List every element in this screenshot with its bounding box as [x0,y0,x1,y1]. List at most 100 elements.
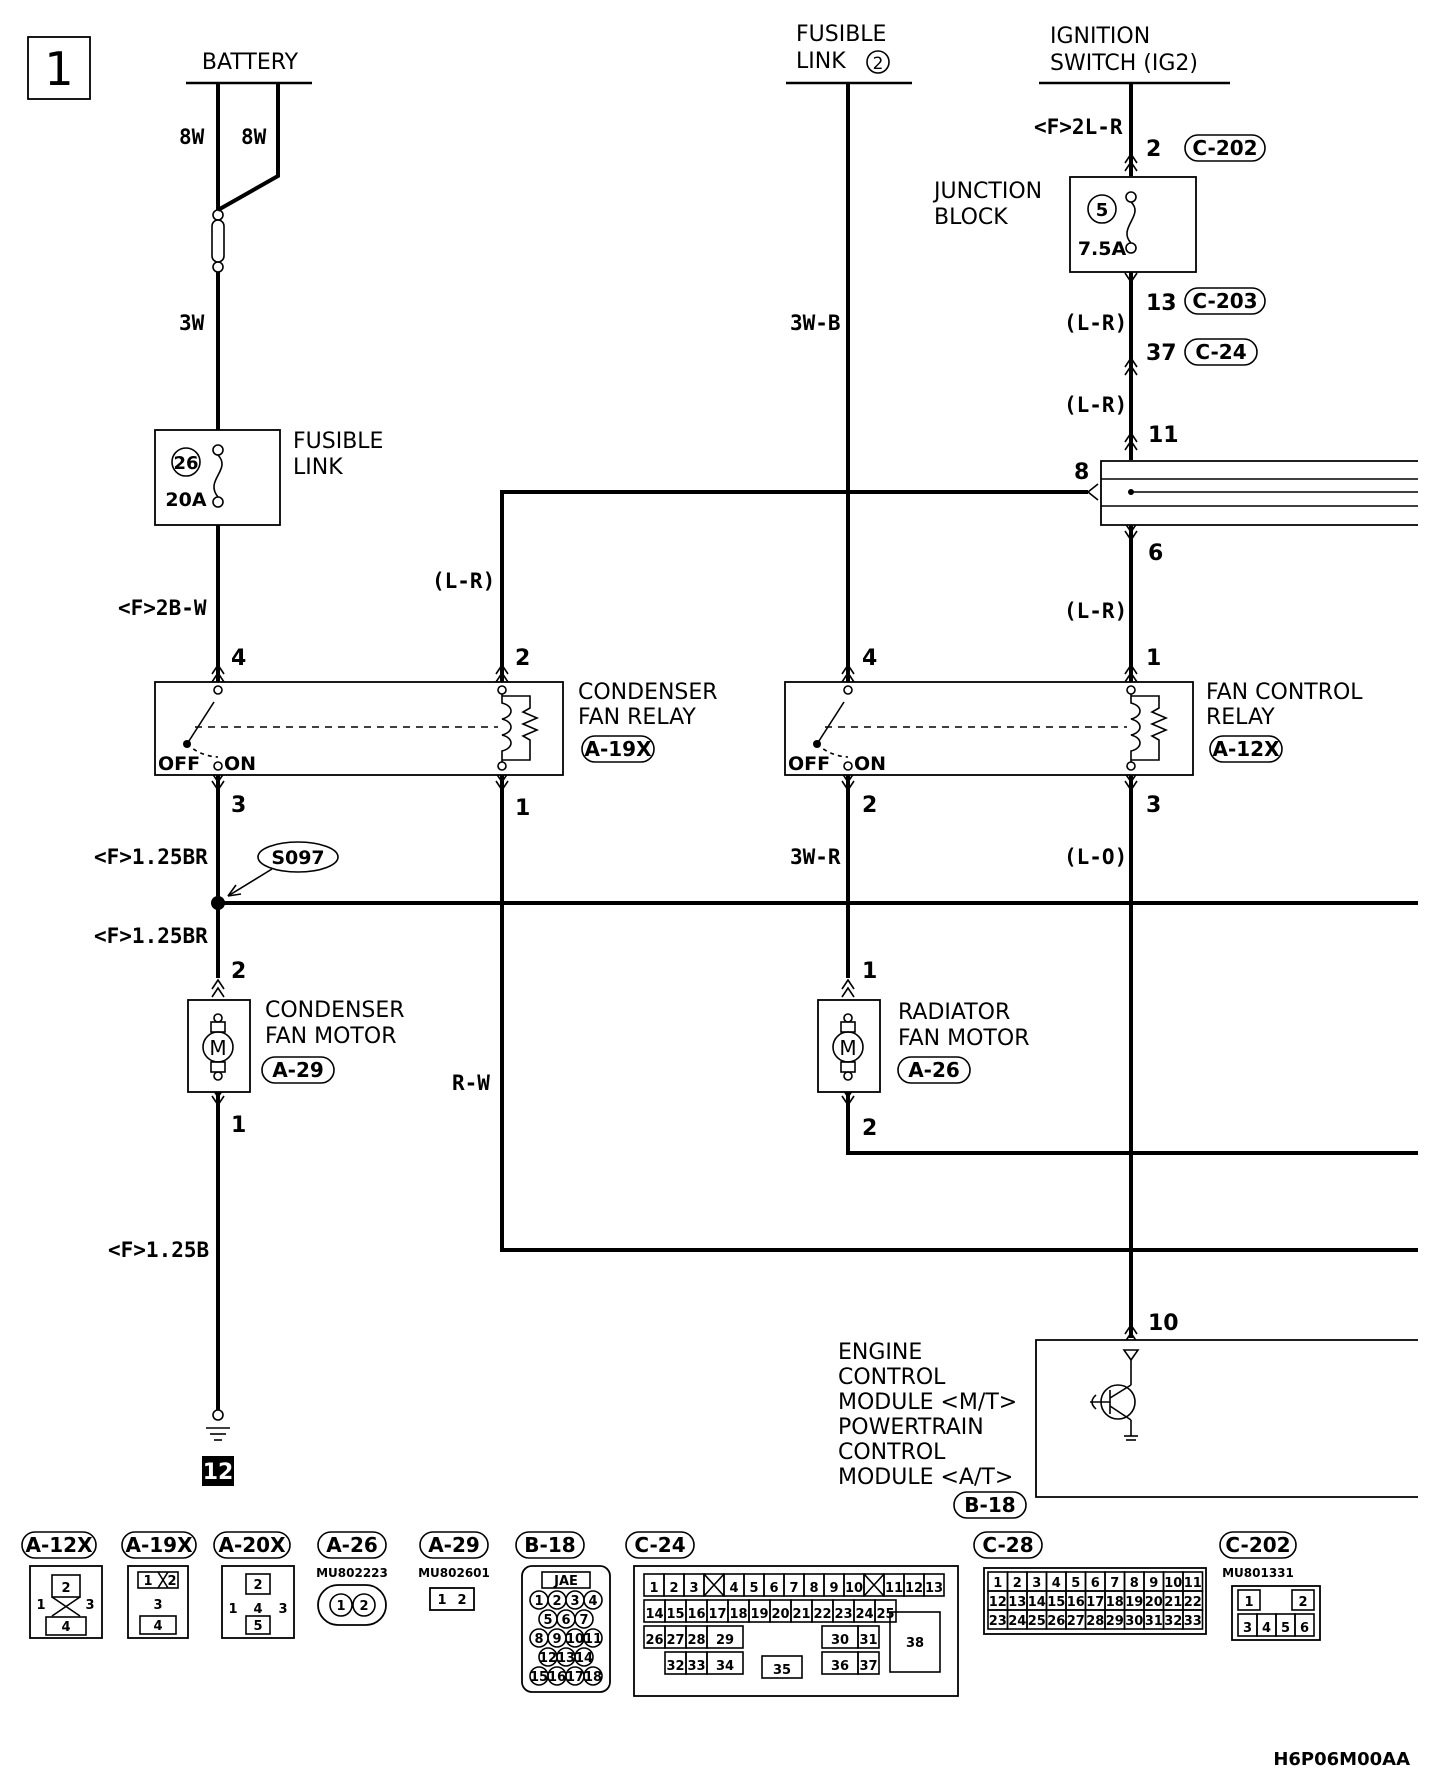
connector-pin: 15 [666,1607,684,1622]
fan-control-relay-label-2: RELAY [1206,705,1275,730]
connector-label: A-29 [428,1533,480,1557]
connector-a20x: 2 1 4 3 5 [221,1565,295,1639]
connector-pin: 9 [552,1632,561,1647]
connector-pin: 16 [687,1607,705,1622]
connector-pin: 3 [1032,1576,1041,1591]
connector-pin: 28 [1086,1614,1104,1629]
connector-pin: 25 [1028,1614,1046,1629]
connector-label: A-26 [326,1533,378,1557]
pin-number: 10 [1148,1311,1179,1336]
fusible-link-26-label-2: LINK [293,455,343,480]
connector-pin: 13 [557,1651,575,1666]
svg-text:1: 1 [437,1593,446,1608]
connector-pin: 23 [834,1607,852,1622]
condenser-fan-relay-off: OFF [158,753,200,775]
connector-pin: 17 [708,1607,726,1622]
svg-text:JAE: JAE [553,1574,578,1589]
connector-pin: 32 [666,1659,684,1674]
connector-pin: 1 [993,1576,1002,1591]
figure-code: H6P06M00AA [1273,1749,1410,1770]
connector-a12x: 2 1 3 4 [29,1565,103,1639]
part-number: MU802223 [316,1566,388,1580]
connector-pin: 7 [789,1581,798,1596]
connector-pin: 8 [534,1632,543,1647]
svg-text:4: 4 [153,1619,162,1634]
connector-pin: 11 [584,1632,602,1647]
svg-text:2: 2 [167,1574,176,1589]
fusible-link-26-label-1: FUSIBLE [293,429,383,454]
connector-pin: 10 [566,1632,584,1647]
connector-pin: 29 [716,1633,734,1648]
connector-cell [583,1628,603,1648]
connector-pin: 34 [716,1659,734,1674]
connector-pin: 10 [1164,1576,1182,1591]
connector-pin: 1 [649,1581,658,1596]
connector-ref: C-202 [1192,136,1257,160]
connector-pin: 26 [645,1633,663,1648]
connector-pin: 28 [687,1633,705,1648]
connector-pin: 20 [771,1607,789,1622]
connector-pin: 9 [829,1581,838,1596]
connector-pin: 1 [534,1594,543,1609]
condenser-fan-motor-label-1: CONDENSER [265,998,405,1023]
radiator-fan-motor-connector: A-26 [908,1058,960,1082]
connector-pin: 19 [750,1607,768,1622]
connector-pin: 32 [1164,1614,1182,1629]
connector-pin: 4 [1262,1621,1271,1636]
pin-number: 11 [1148,423,1179,448]
svg-text:2: 2 [253,1578,262,1593]
connector-cell-blank [863,1573,885,1597]
connector-refs: C-202 C-203 C-24 [1184,134,1266,366]
connector-pin: 24 [1008,1614,1026,1629]
connector-cell-blank [703,1573,725,1597]
connector-pin: 14 [575,1651,593,1666]
connector-marks [211,153,1138,1343]
connector-cell [706,1651,744,1675]
connector-pin: 17 [566,1670,584,1685]
wire-label: <F>2B-W [118,596,207,620]
connector-pin: 2 [669,1581,678,1596]
connector-pin: 11 [885,1581,903,1596]
fusible-link-2-number: 2 [873,54,884,74]
radiator-fan-motor-label-2: FAN MOTOR [898,1026,1029,1051]
ground-symbol: 12 [202,1409,234,1486]
condenser-fan-relay-connector: A-19X [584,737,652,761]
svg-text:3: 3 [278,1602,287,1617]
wire-label: 3W-B [790,311,841,335]
splice-label: S097 [271,847,324,869]
condenser-fan-relay-label-1: CONDENSER [578,680,718,705]
fusible-link-26-number: 26 [173,453,198,474]
connector-pin: 20 [1145,1595,1163,1610]
connector-cell [574,1609,594,1629]
wire-label: <F>1.25BR [94,924,208,948]
ecm-label-5: CONTROL [838,1440,946,1465]
wires [216,83,1418,1410]
connector-pin: 16 [548,1670,566,1685]
ecm-label-1: ENGINE [838,1340,922,1365]
sources: BATTERY FUSIBLE LINK 2 IGNITION SWITCH (… [186,22,1230,85]
wire-label: (L-R) [1064,393,1127,417]
connector-pin: 2 [1298,1595,1307,1610]
connector-pin: 27 [1067,1614,1085,1629]
pin-number: 2 [1146,137,1161,162]
fan-control-relay-off: OFF [788,753,830,775]
connector-pin: 4 [1052,1576,1061,1591]
ecm-label-2: CONTROL [838,1365,946,1390]
connector-pin: 19 [1125,1595,1143,1610]
ecm-label-3: MODULE <M/T> [838,1390,1017,1415]
connector-pin: 3 [1243,1621,1252,1636]
connector-pin: 31 [859,1633,877,1648]
connector-cell [761,1655,803,1679]
battery-label: BATTERY [202,50,299,75]
connector-label: A-12X [25,1533,93,1557]
connector-pin: 18 [729,1607,747,1622]
part-number: MU802601 [418,1566,490,1580]
pin-number: 3 [1146,793,1161,818]
junction-block-label-1: JUNCTION [932,179,1042,204]
wire-label: 3W-R [790,845,841,869]
connector-pin: 18 [584,1670,602,1685]
fusible-link-26-rating: 20A [165,489,206,511]
connector-pin: 29 [1106,1614,1124,1629]
connector-pin: 4 [588,1594,597,1609]
